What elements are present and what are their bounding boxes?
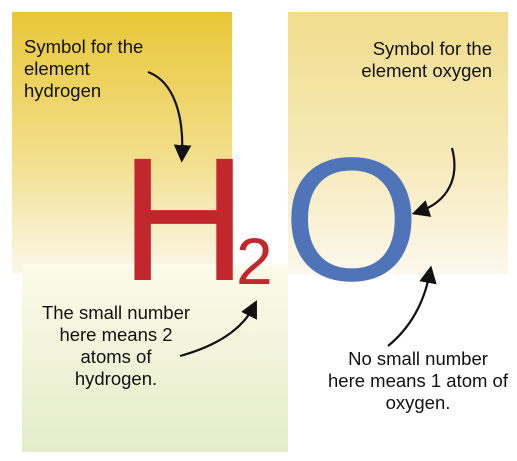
arrow-to-oxygen-no-subscript bbox=[387, 265, 437, 347]
arrow-to-oxygen bbox=[411, 147, 456, 217]
arrow-to-subscript bbox=[179, 300, 257, 358]
subscript-explanation-label: The small number here means 2 atoms of h… bbox=[41, 302, 191, 389]
oxygen-panel bbox=[288, 12, 508, 274]
arrow-to-hydrogen bbox=[147, 70, 192, 163]
subscript-panel bbox=[22, 264, 288, 452]
no-subscript-explanation-label: No small number here means 1 atom of oxy… bbox=[328, 348, 508, 413]
oxygen-symbol-label: Symbol for the element oxygen bbox=[361, 38, 492, 81]
hydrogen-panel bbox=[12, 12, 232, 274]
oxygen-symbol: O bbox=[283, 122, 420, 318]
hydrogen-symbol-label: Symbol for the element hydrogen bbox=[24, 36, 144, 101]
hydrogen-subscript: 2 bbox=[236, 224, 273, 298]
